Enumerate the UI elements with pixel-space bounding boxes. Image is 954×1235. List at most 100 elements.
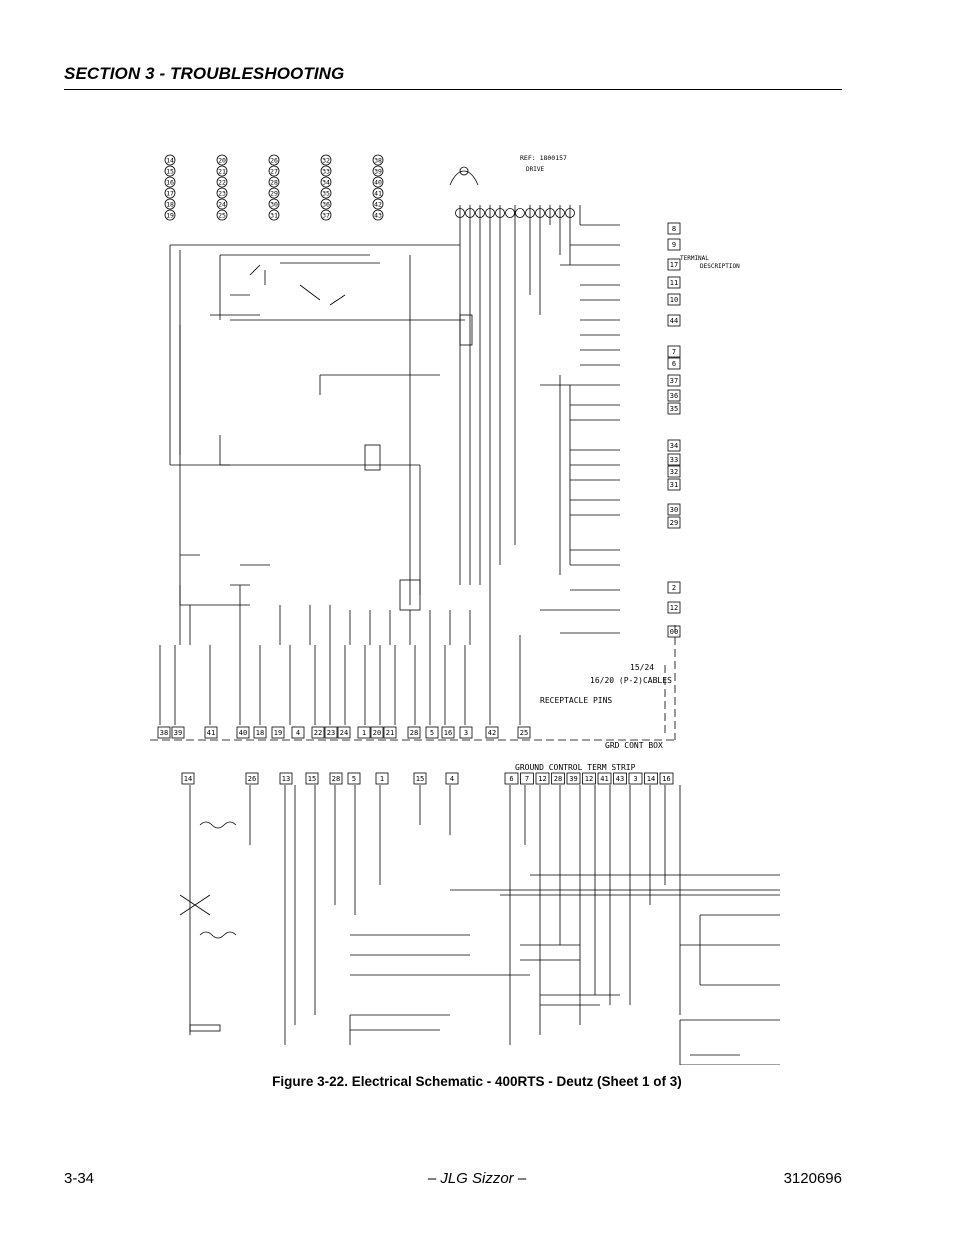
legend-wire-37-ring (320, 209, 332, 221)
top-connector-pin-ring (565, 208, 575, 218)
strip-pin-44-box (667, 314, 681, 327)
bottom-pin-41: 41 (207, 729, 215, 737)
strip-pin-11: 11 (670, 279, 678, 287)
bottom-pin-42-box (485, 726, 499, 739)
lower-pin-4: 4 (450, 775, 454, 783)
bottom-pin-1: 1 (362, 729, 366, 737)
legend-wire-21-ring (216, 165, 228, 177)
bottom-pin-18-box (253, 726, 267, 739)
legend-wire-15-ring (164, 165, 176, 177)
bottom-pin-24: 24 (340, 729, 348, 737)
legend-wire-35-ring (320, 187, 332, 199)
strip-pin-6-box (667, 357, 681, 370)
ground-strip-pin-12: 12 (538, 775, 546, 783)
legend-wire-29-ring (268, 187, 280, 199)
lower-pin-14: 14 (184, 775, 192, 783)
strip-pin-35: 35 (670, 405, 678, 413)
ground-strip-pin-16-box (659, 772, 674, 785)
bottom-pin-23-box (324, 726, 338, 739)
bottom-pin-16-box (441, 726, 455, 739)
figure-caption: Figure 3-22. Electrical Schematic - 400R… (272, 1074, 682, 1089)
bottom-pin-3: 3 (464, 729, 468, 737)
strip-pin-30-box (667, 503, 681, 516)
top-connector-pin-ring (535, 208, 545, 218)
lower-pin-15: 15 (416, 775, 424, 783)
wires (150, 166, 780, 1065)
top-connector-pin-ring (455, 208, 465, 218)
legend-wire-28: 28 (270, 178, 278, 186)
ground-strip-pin-3-box (628, 772, 643, 785)
strip-pin-7: 7 (672, 348, 676, 356)
strip-pin-17: 17 (670, 261, 678, 269)
legend-wire-36-ring (320, 198, 332, 210)
ground-strip-pin-28-box (551, 772, 565, 785)
legend-wire-18-ring (164, 198, 176, 210)
legend-wire-19: 19 (166, 211, 174, 219)
ground-strip-pin-3: 3 (633, 775, 637, 783)
legend-wire-23: 23 (218, 189, 226, 197)
footer-title: – JLG Sizzor – (427, 1170, 527, 1187)
bottom-pin-40-box (236, 726, 250, 739)
box-label: GRD CONT BOX (605, 741, 663, 750)
ground-strip-pin-16: 16 (662, 775, 670, 783)
bottom-pin-20-box (370, 726, 384, 739)
strip-pin-35-box (667, 402, 681, 415)
legend-wire-24-ring (216, 198, 228, 210)
bottom-pin-39-box (171, 726, 185, 739)
legend-wire-17: 17 (166, 189, 174, 197)
legend-wire-41-ring (372, 187, 384, 199)
bottom-pin-22: 22 (314, 729, 322, 737)
receptacle-label: RECEPTACLE PINS (540, 696, 612, 705)
legend-wire-39-ring (372, 165, 384, 177)
bottom-pin-16: 16 (444, 729, 452, 737)
ground-strip-pin-7: 7 (525, 775, 529, 783)
strip-pin-37: 37 (670, 377, 678, 385)
strip-pin-8-box (667, 222, 681, 235)
strip-pin-2: 2 (672, 584, 676, 592)
legend-wire-20: 20 (218, 156, 226, 164)
legend-wire-38: 38 (374, 156, 382, 164)
strip-pin-33-box (667, 453, 681, 466)
strip-pin-30: 30 (670, 506, 678, 514)
legend-wire-24: 24 (218, 200, 226, 208)
legend-wire-40-ring (372, 176, 384, 188)
legend-wire-42-ring (372, 198, 384, 210)
ground-strip-pin-41-box (597, 772, 612, 785)
strip-pin-44: 44 (670, 317, 678, 325)
strip-pin-33: 33 (670, 456, 678, 464)
lower-pin-5: 5 (352, 775, 356, 783)
doc-number: 3120696 (783, 1170, 842, 1187)
strip-pin-32-box (667, 465, 681, 478)
bottom-pin-40: 40 (239, 729, 247, 737)
bottom-pin-3-box (459, 726, 473, 739)
lower-pin-5-box (347, 772, 361, 785)
legend-wire-43: 43 (374, 211, 382, 219)
strip-pin-10-box (667, 293, 681, 306)
top-connector-pin-ring (485, 208, 495, 218)
top-connector-pin-ring (525, 208, 535, 218)
bottom-pin-5: 5 (430, 729, 434, 737)
lower-pin-1-box (375, 772, 389, 785)
term-strip-label: GROUND CONTROL TERM STRIP (515, 763, 636, 772)
legend-wire-32-ring (320, 154, 332, 166)
strip-pin-9: 9 (672, 241, 676, 249)
ground-strip-pin-39-box (566, 772, 581, 785)
bottom-pin-18: 18 (256, 729, 264, 737)
strip-pin-29-box (667, 516, 681, 529)
top-connector-pin-ring (505, 208, 515, 218)
ground-strip-pin-39: 39 (569, 775, 577, 783)
legend-wire-38-ring (372, 154, 384, 166)
bottom-pin-21: 21 (386, 729, 394, 737)
bottom-pin-19: 19 (274, 729, 282, 737)
bottom-pin-25-box (517, 726, 531, 739)
legend-wire-41: 41 (374, 189, 382, 197)
ground-strip-pin-14-box (644, 772, 658, 785)
bottom-pin-21-box (383, 726, 397, 739)
legend-wire-30: 30 (270, 200, 278, 208)
legend-circles: 1415161718192021222324252627282930313233… (164, 154, 384, 221)
legend-wire-25: 25 (218, 211, 226, 219)
legend-wire-22: 22 (218, 178, 226, 186)
legend-wire-15: 15 (166, 167, 174, 175)
legend-wire-39: 39 (374, 167, 382, 175)
